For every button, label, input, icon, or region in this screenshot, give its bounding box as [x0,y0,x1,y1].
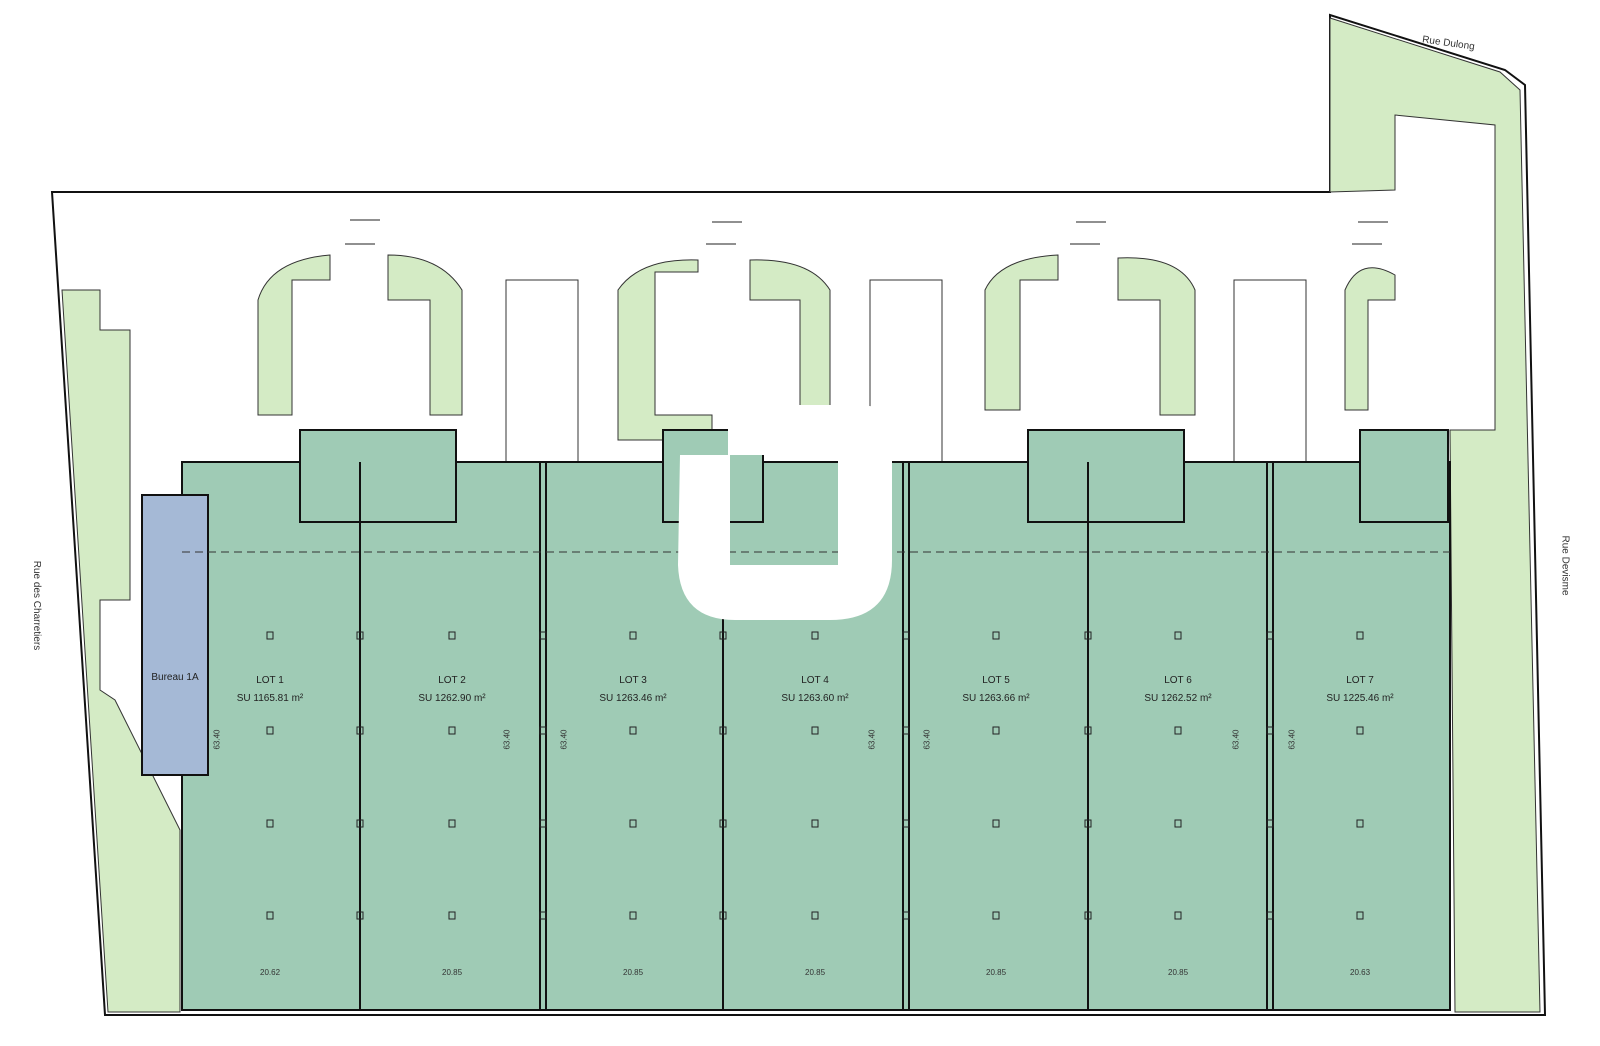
lot-3[interactable]: LOT 3 SU 1263.46 m² [573,672,693,708]
traffic-arrows [345,219,1388,245]
column [992,911,1000,920]
column [266,819,274,828]
street-west: Rue des Charretiers [31,560,43,651]
column [1084,726,1092,735]
column [1174,631,1182,640]
lot-width-dimension: 20.85 [623,968,644,977]
column [629,726,637,735]
column [1356,726,1364,735]
column [539,631,547,640]
column [356,911,364,920]
column [992,819,1000,828]
column [266,911,274,920]
column [1174,911,1182,920]
column [1356,911,1364,920]
lot-area: SU 1262.52 m² [1144,693,1212,704]
lot-area: SU 1262.90 m² [418,693,486,704]
lot-name: LOT 2 [438,675,466,686]
lot-width-dimension: 20.85 [442,968,463,977]
depth-dimension: 63.40 [559,729,569,750]
lot-name: LOT 5 [982,675,1010,686]
column [1266,911,1274,920]
column [448,631,456,640]
column [1084,911,1092,920]
street-east: Rue Devisme [1559,535,1571,596]
lot-area: SU 1263.46 m² [599,693,667,704]
column [1084,631,1092,640]
depth-dimension: 63.40 [212,729,222,750]
lot-width-dimension: 20.85 [1168,968,1189,977]
column [539,819,547,828]
truck-docks [505,279,1307,463]
column [629,911,637,920]
column [992,726,1000,735]
column [992,631,1000,640]
column [1356,631,1364,640]
column [719,631,727,640]
column [902,726,910,735]
bureau-1a-block [141,494,209,776]
depth-dimension: 63.40 [1287,729,1297,750]
parking-islands [257,254,1396,441]
lot-6[interactable]: LOT 6 SU 1262.52 m² [1118,672,1238,708]
column [811,911,819,920]
lot-name: LOT 6 [1164,675,1192,686]
logo-watermark [678,405,892,620]
column [902,911,910,920]
columns [266,631,1364,920]
lot-width-dimension: 20.85 [805,968,826,977]
lot-width-dimension: 20.62 [260,968,281,977]
column [1174,819,1182,828]
warehouse-building [181,461,1451,1011]
lot-name: LOT 4 [801,675,829,686]
column [902,819,910,828]
column [266,631,274,640]
depth-dimension: 63.40 [867,729,877,750]
column [902,631,910,640]
column [448,911,456,920]
lot-name: LOT 7 [1346,675,1374,686]
landscape-east [1329,17,1541,1013]
depth-dimension: 63.40 [1231,729,1241,750]
lot-area: SU 1165.81 m² [236,693,304,704]
column [811,726,819,735]
column [811,631,819,640]
lot-area: SU 1225.46 m² [1326,693,1394,704]
lot-name: LOT 1 [256,675,284,686]
column [629,819,637,828]
column [1084,819,1092,828]
column [1266,819,1274,828]
lot-1[interactable]: LOT 1 SU 1165.81 m² [210,672,330,708]
lot-width-dimension: 20.85 [986,968,1007,977]
lot-5[interactable]: LOT 5 SU 1263.66 m² [936,672,1056,708]
column [1266,631,1274,640]
column [539,911,547,920]
column [1356,819,1364,828]
column [448,819,456,828]
depth-dimension: 63.40 [502,729,512,750]
lot-area: SU 1263.66 m² [962,693,1030,704]
lot-4[interactable]: LOT 4 SU 1263.60 m² [755,672,875,708]
lot-2[interactable]: LOT 2 SU 1262.90 m² [392,672,512,708]
column [448,726,456,735]
lot-area: SU 1263.60 m² [781,693,849,704]
lot-name: LOT 3 [619,675,647,686]
bureau-label: Bureau 1A [151,672,199,683]
column [356,819,364,828]
column [356,631,364,640]
column [719,726,727,735]
depth-dimension: 63.40 [922,729,932,750]
lot-7[interactable]: LOT 7 SU 1225.46 m² [1300,672,1420,708]
column [719,819,727,828]
column [1266,726,1274,735]
column [1174,726,1182,735]
column [629,631,637,640]
landscape-west [61,289,181,1013]
column [719,911,727,920]
lot-width-dimension: 20.63 [1350,968,1371,977]
column [356,726,364,735]
column [539,726,547,735]
column [811,819,819,828]
column [266,726,274,735]
